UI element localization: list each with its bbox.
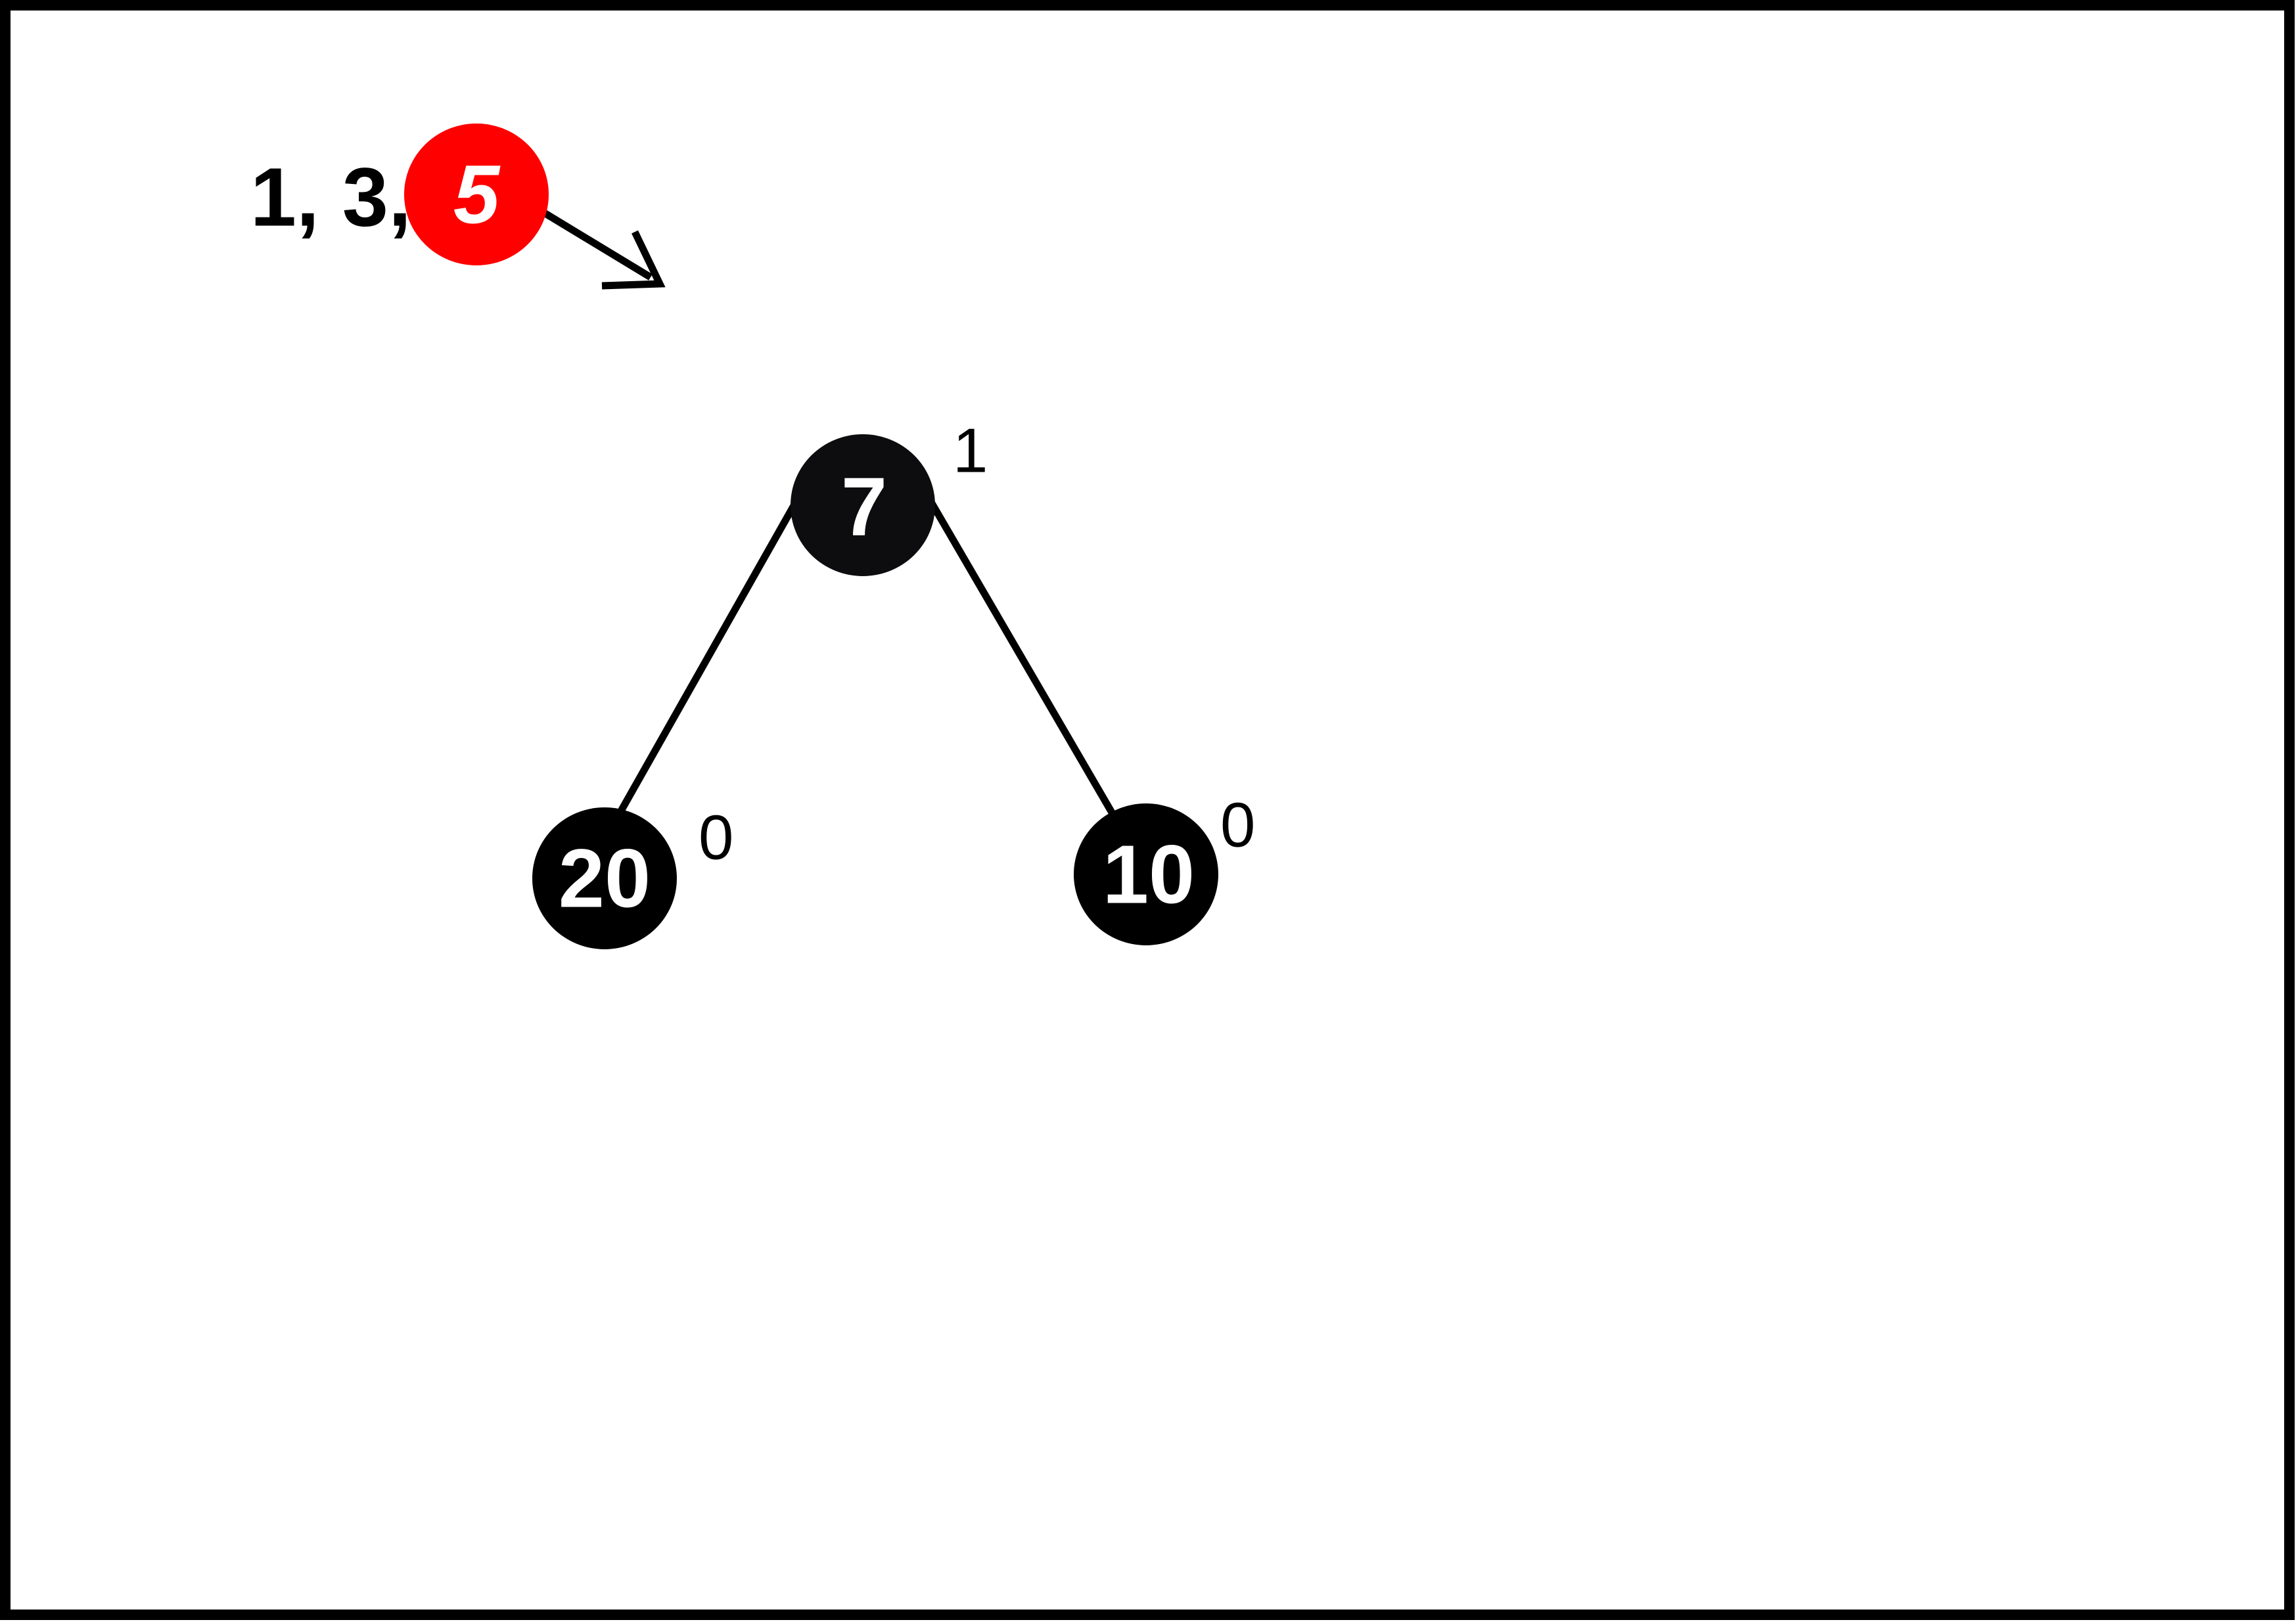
tree-node-10: 10 0: [1074, 790, 1255, 945]
tree-node-20-height: 0: [699, 803, 733, 873]
tree-node-20-label: 20: [559, 832, 651, 925]
current-insert-node-label: 5: [453, 148, 501, 241]
insert-arrow: [540, 208, 666, 290]
edge-7-20: [616, 501, 798, 815]
tree-node-10-circle: [1074, 803, 1218, 945]
tree-node-7-label: 7: [841, 461, 887, 553]
current-insert-node: 5: [404, 124, 549, 265]
current-insert-node-circle: [404, 124, 549, 265]
tree-node-10-height: 0: [1220, 790, 1255, 861]
tree-node-10-label: 10: [1103, 828, 1195, 921]
queue-prefix-label: 1, 3,: [250, 151, 411, 244]
edge-7-10: [929, 501, 1117, 818]
tree-node-7-height: 1: [953, 416, 988, 486]
tree-node-7: 7 1: [791, 416, 988, 576]
tree-node-7-circle: [791, 434, 935, 576]
tree-node-20-circle: [532, 807, 677, 949]
tree-node-20: 20 0: [532, 803, 733, 949]
